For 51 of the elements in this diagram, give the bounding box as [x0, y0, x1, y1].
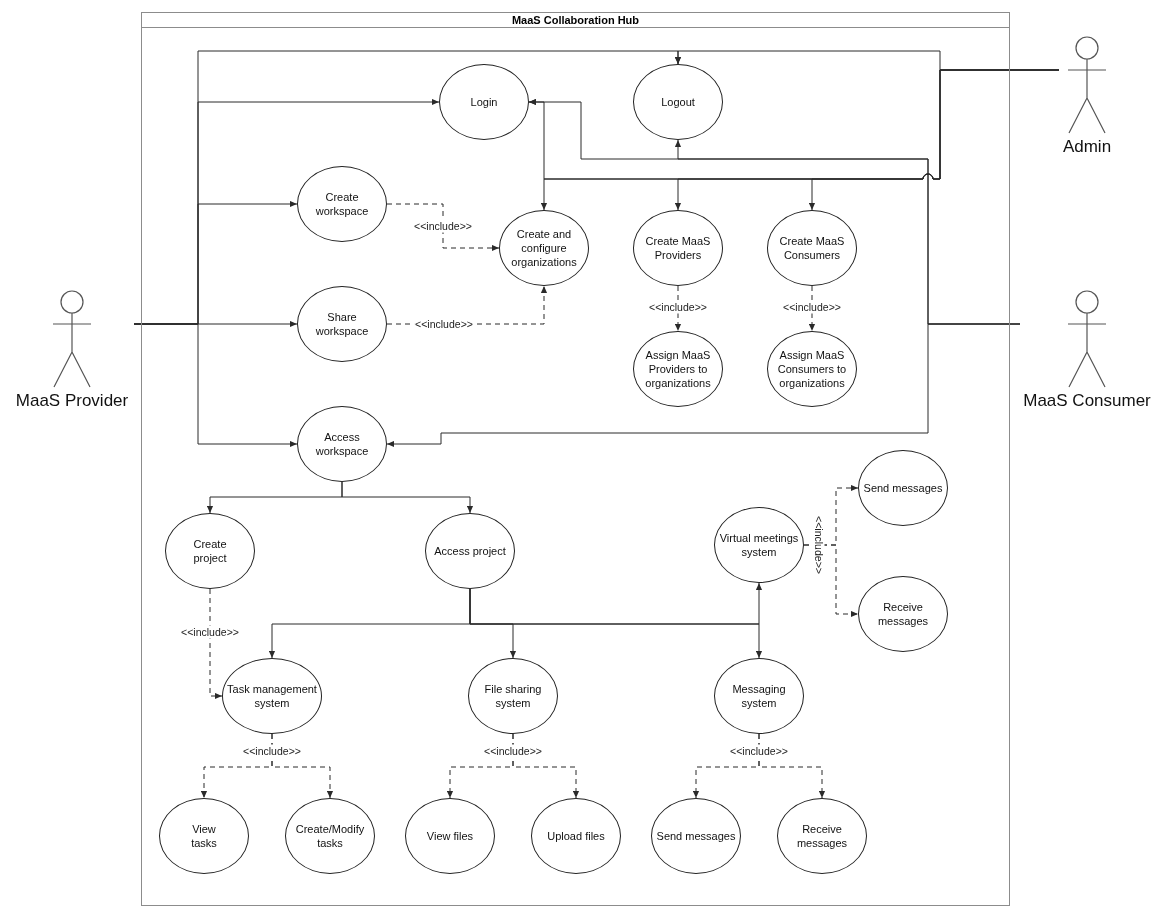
use-case-label: Create project [192, 537, 228, 565]
arrow [808, 69, 1060, 211]
use-case-label: Receive messages [876, 600, 930, 628]
actor-name: MaaS Consumer [1023, 391, 1151, 411]
edge-label: <<include>> [414, 317, 474, 331]
arrow [341, 481, 474, 514]
edge-label: <<include>> [729, 744, 789, 758]
use-case-label: Access project [434, 544, 506, 558]
actor-name: Admin [1062, 137, 1112, 157]
use-case-label: Send messages [656, 829, 736, 843]
use-case-label: Upload files [547, 829, 605, 843]
arrow [469, 588, 763, 659]
use-case-label: File sharing system [483, 682, 543, 710]
system-boundary [141, 12, 1010, 906]
edge-label: <<include>> [483, 744, 543, 758]
arrow [386, 323, 1021, 448]
use-case-label: Create and configure organizations [510, 227, 578, 269]
system-title: MaaS Collaboration Hub [511, 13, 640, 27]
use-case-label: Create MaaS Consumers [778, 234, 846, 262]
use-case-label: Create workspace [314, 190, 370, 218]
dashed-arrow [803, 544, 859, 618]
use-case-label: Create MaaS Providers [644, 234, 712, 262]
use-case-label: Login [470, 95, 498, 109]
edge-label: <<include>> [782, 300, 842, 314]
use-case-label: Share workspace [314, 310, 370, 338]
use-case-label: Assign MaaS Providers to organizations [644, 348, 712, 390]
use-case-label: Access workspace [314, 430, 370, 458]
dashed-arrow [271, 733, 334, 799]
dashed-arrow [512, 733, 580, 799]
use-case-label: Messaging system [731, 682, 787, 710]
arrow [133, 323, 298, 448]
actor-name: MaaS Provider [15, 391, 129, 411]
dashed-arrow [758, 733, 826, 799]
use-case-label: Logout [661, 95, 695, 109]
use-case-label: View tasks [190, 822, 218, 850]
edge-label: <<include>> [180, 625, 240, 639]
dashed-arrow [674, 285, 682, 332]
use-case-label: Task management system [226, 682, 318, 710]
use-case-label: View files [426, 829, 474, 843]
dashed-arrow [808, 285, 816, 332]
use-case-label: Create/Modify tasks [294, 822, 366, 850]
edge-label: <<include>> [413, 219, 473, 233]
edge-label: <<include>> [242, 744, 302, 758]
dashed-arrow [386, 203, 500, 252]
edge-label: <<include>> [811, 515, 825, 575]
dashed-arrow [209, 588, 223, 700]
use-case-label: Receive messages [795, 822, 849, 850]
edge-label: <<include>> [648, 300, 708, 314]
use-case-label: Send messages [863, 481, 943, 495]
use-case-label: Virtual meetings system [718, 531, 800, 559]
use-case-label: Assign MaaS Consumers to organizations [776, 348, 848, 390]
